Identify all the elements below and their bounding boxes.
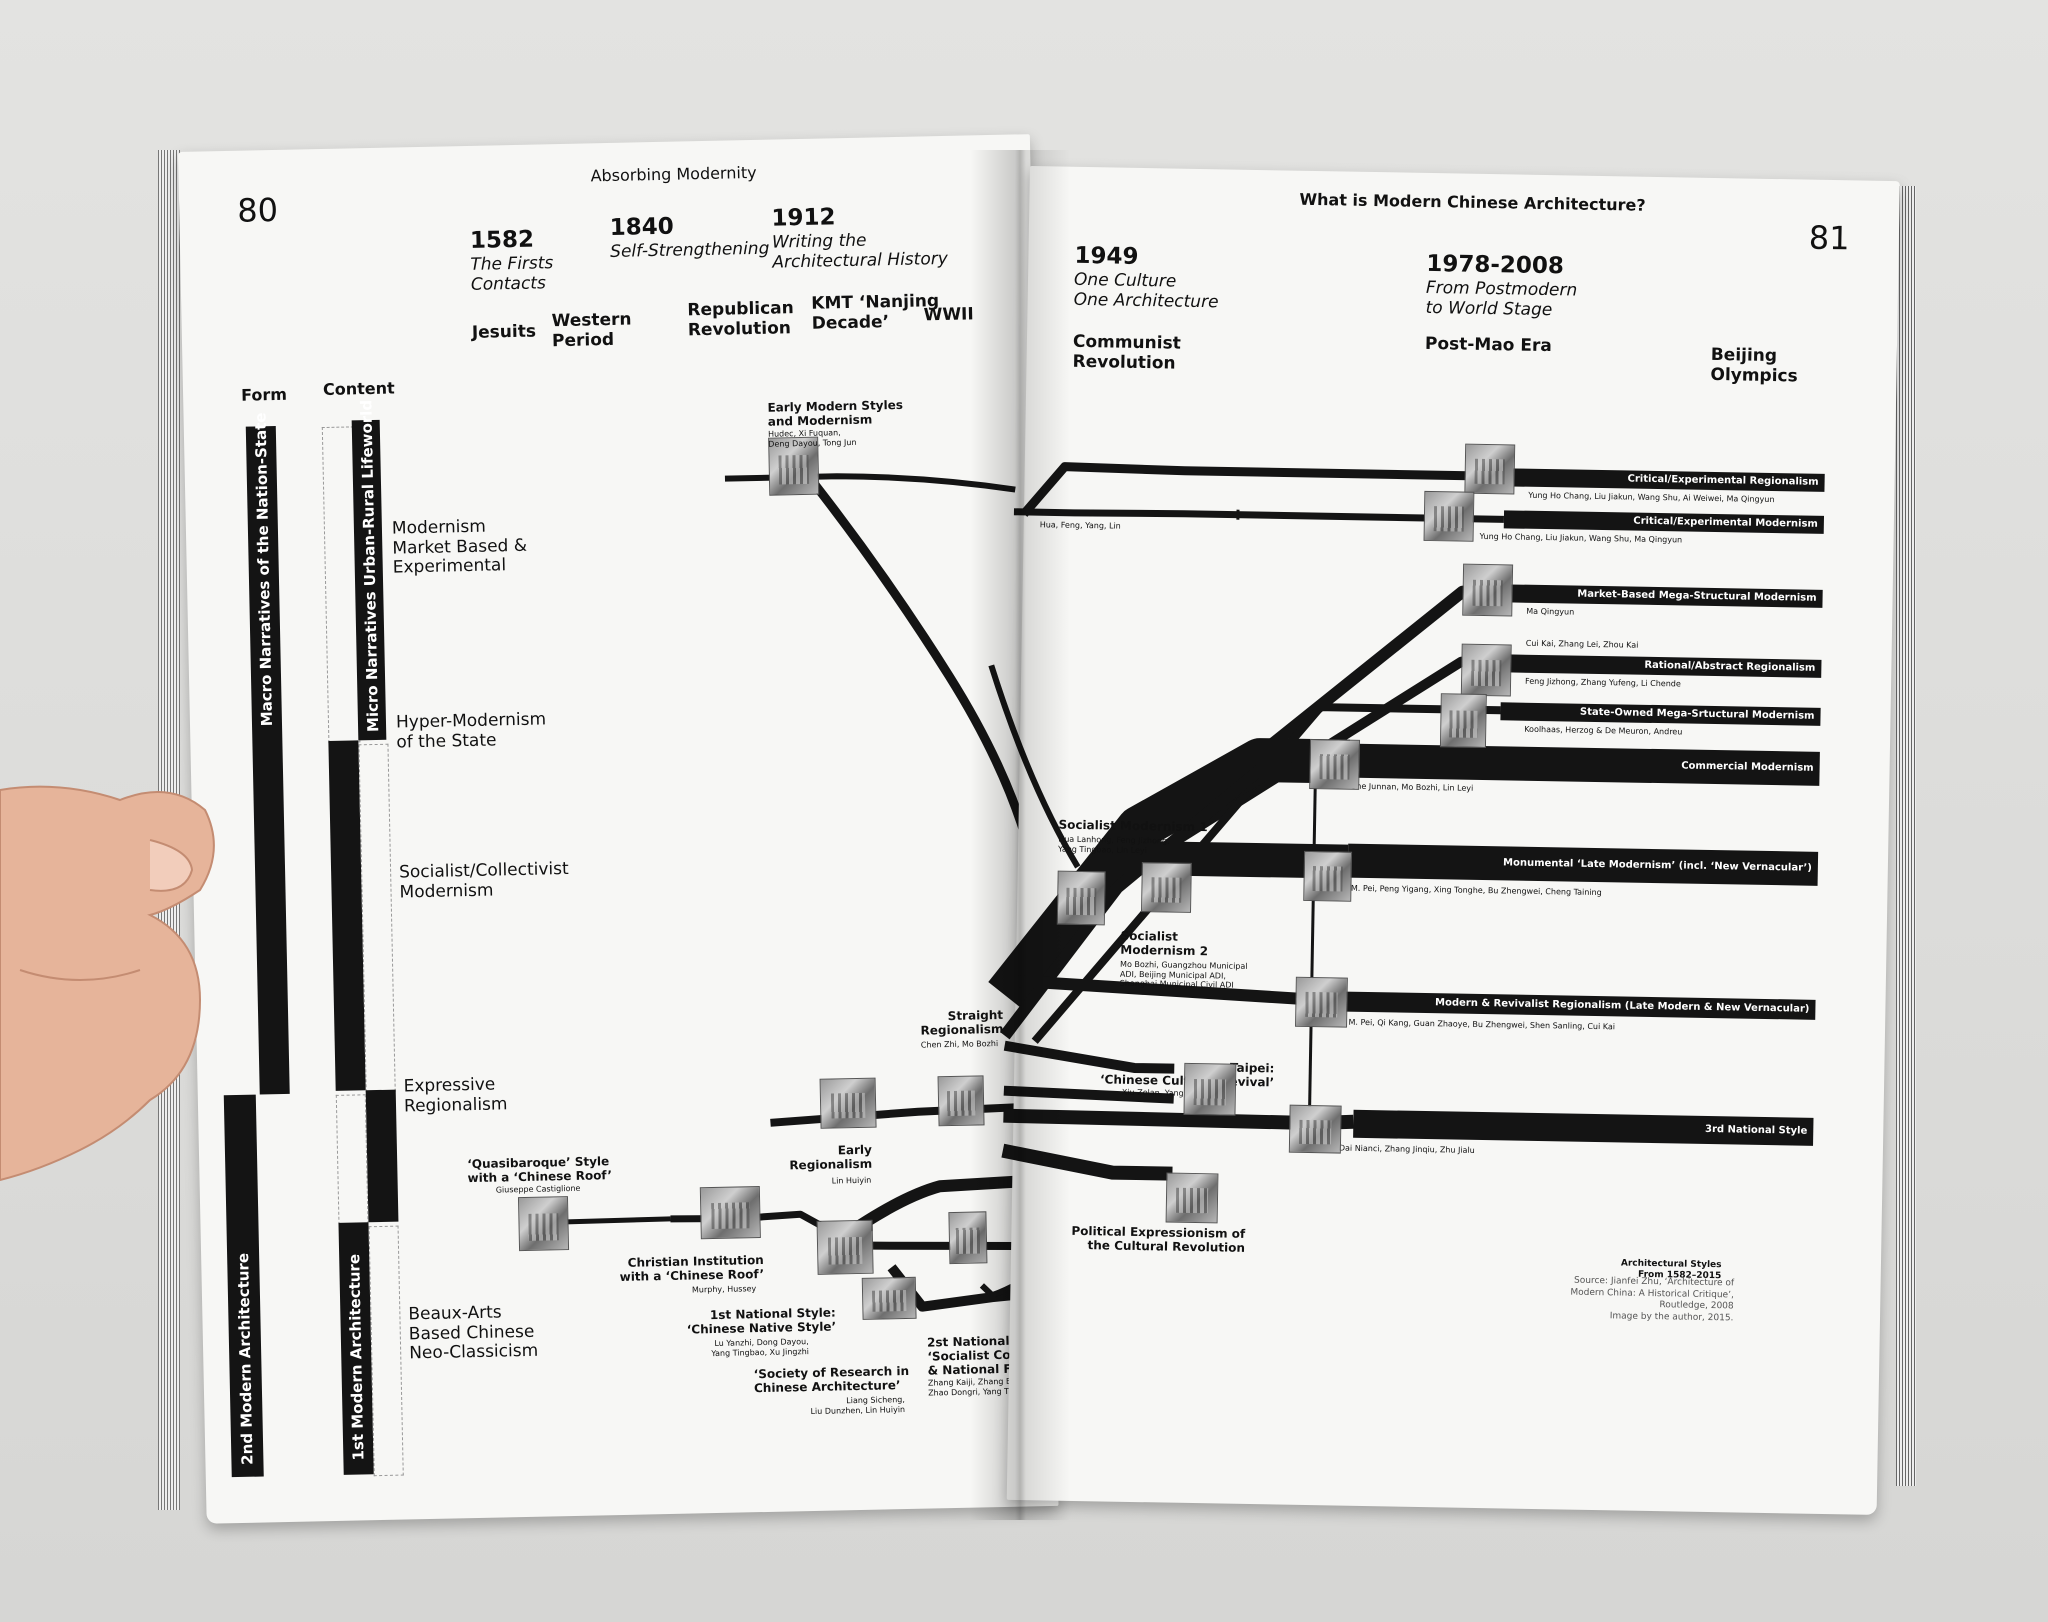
label-early-regionalism: Early Regionalism [789, 1142, 873, 1173]
left-flow-lines [540, 473, 1046, 1312]
building-photo-socialist-1 [1056, 870, 1106, 926]
names-rational-abstract-top: Cui Kai, Zhang Lei, Zhou Kai [1525, 638, 1639, 650]
names-hua-feng-yang-lin: Hua, Feng, Yang, Lin [1039, 520, 1121, 531]
building-photo-state-owned [1439, 693, 1487, 749]
label-straight-regionalism: Straight Regionalism [920, 1007, 1004, 1038]
building-photo-modern-revivalist [1295, 976, 1348, 1028]
right-page: 81 What is Modern Chinese Architecture? … [988, 166, 1900, 1515]
label-christian-institution: Christian Institution with a ‘Chinese Ro… [619, 1252, 765, 1284]
names-market-based: Ma Qingyun [1526, 606, 1575, 617]
label-socialist-modernism-2: Socialist Modernism 2 [1120, 928, 1209, 959]
line-critical-regionalism [1020, 462, 1505, 517]
right-page-edges [1896, 186, 1916, 1486]
building-photo-third-national [1288, 1104, 1342, 1154]
label-socialist-modernism-1: Socialist Modernism 1 [1058, 817, 1208, 835]
line-modern-revivalist [1015, 974, 1346, 1008]
names-society-research: Liang Sicheng, Liu Dunzhen, Lin Huiyin [810, 1395, 906, 1416]
line-early-modern-descent [811, 481, 1038, 866]
building-photo-second-national [948, 1211, 988, 1265]
label-society-research: ‘Society of Research in Chinese Architec… [753, 1363, 910, 1396]
names-socialist-modernism-1: Hua Lanhong, Feng Jizhong, Yang Tingbao,… [1058, 834, 1170, 855]
names-early-modern: Hudec, Xi Fuquan, Deng Dayou, Tong Jun [767, 428, 857, 449]
names-first-national-style: Lu Yanzhi, Dong Dayou, Yang Tingbao, Xu … [711, 1337, 810, 1358]
names-early-regionalism: Lin Huiyin [831, 1175, 872, 1186]
names-christian-institution: Murphy, Hussey [691, 1284, 757, 1295]
line-critical-modernism [1013, 508, 1504, 523]
building-photo-straight-regionalism [937, 1075, 985, 1127]
line-early-modern [724, 473, 1016, 493]
building-photo-critical-regionalism [1464, 443, 1516, 495]
names-quasibaroque: Giuseppe Castiglione [495, 1183, 581, 1195]
building-photo-market-based [1462, 563, 1514, 617]
building-photo-quasibaroque [517, 1196, 570, 1252]
line-early-regionalism [770, 1102, 1041, 1127]
line-political-expressionism [1001, 1143, 1173, 1181]
left-page: 80 Absorbing Modernity 1582 The Firsts C… [178, 134, 1059, 1524]
label-quasibaroque: ‘Quasibaroque’ Style with a ‘Chinese Roo… [467, 1154, 613, 1185]
caption-source: Source: Jianfei Zhu, ‘Architecture of Mo… [1570, 1275, 1735, 1324]
building-photo-first-national [816, 1219, 874, 1275]
left-page-edges [158, 150, 180, 1510]
building-photo-socialist-2 [1140, 862, 1192, 913]
line-vertical-connector-a [1307, 771, 1317, 1132]
label-early-modern: Early Modern Styles and Modernism [767, 397, 904, 429]
building-photo-commercial [1309, 738, 1361, 790]
label-first-national-style: 1st National Style: ‘Chinese Native Styl… [686, 1305, 837, 1337]
line-taipei [1003, 1040, 1175, 1074]
building-photo-christian [699, 1186, 761, 1240]
building-photo-rational-abstract [1460, 643, 1512, 697]
line-taipei-second [1003, 1085, 1174, 1104]
line-early-modern-continuation [988, 664, 1081, 869]
names-socialist-modernism-2: Mo Bozhi, Guangzhou Municipal ADI, Beiji… [1119, 959, 1248, 990]
building-photo-taipei [1183, 1062, 1237, 1116]
building-photo-political [1165, 1172, 1219, 1224]
building-photo-monumental [1303, 850, 1353, 902]
building-photo-critical-modernism [1423, 490, 1475, 542]
line-commercial-lower [1000, 759, 1350, 1040]
building-photo-society [861, 1276, 917, 1320]
building-photo-early-regionalism [819, 1077, 877, 1129]
label-political-expressionism: Political Expressionism of the Cultural … [1071, 1223, 1246, 1255]
names-straight-regionalism: Chen Zhi, Mo Bozhi [920, 1039, 999, 1050]
